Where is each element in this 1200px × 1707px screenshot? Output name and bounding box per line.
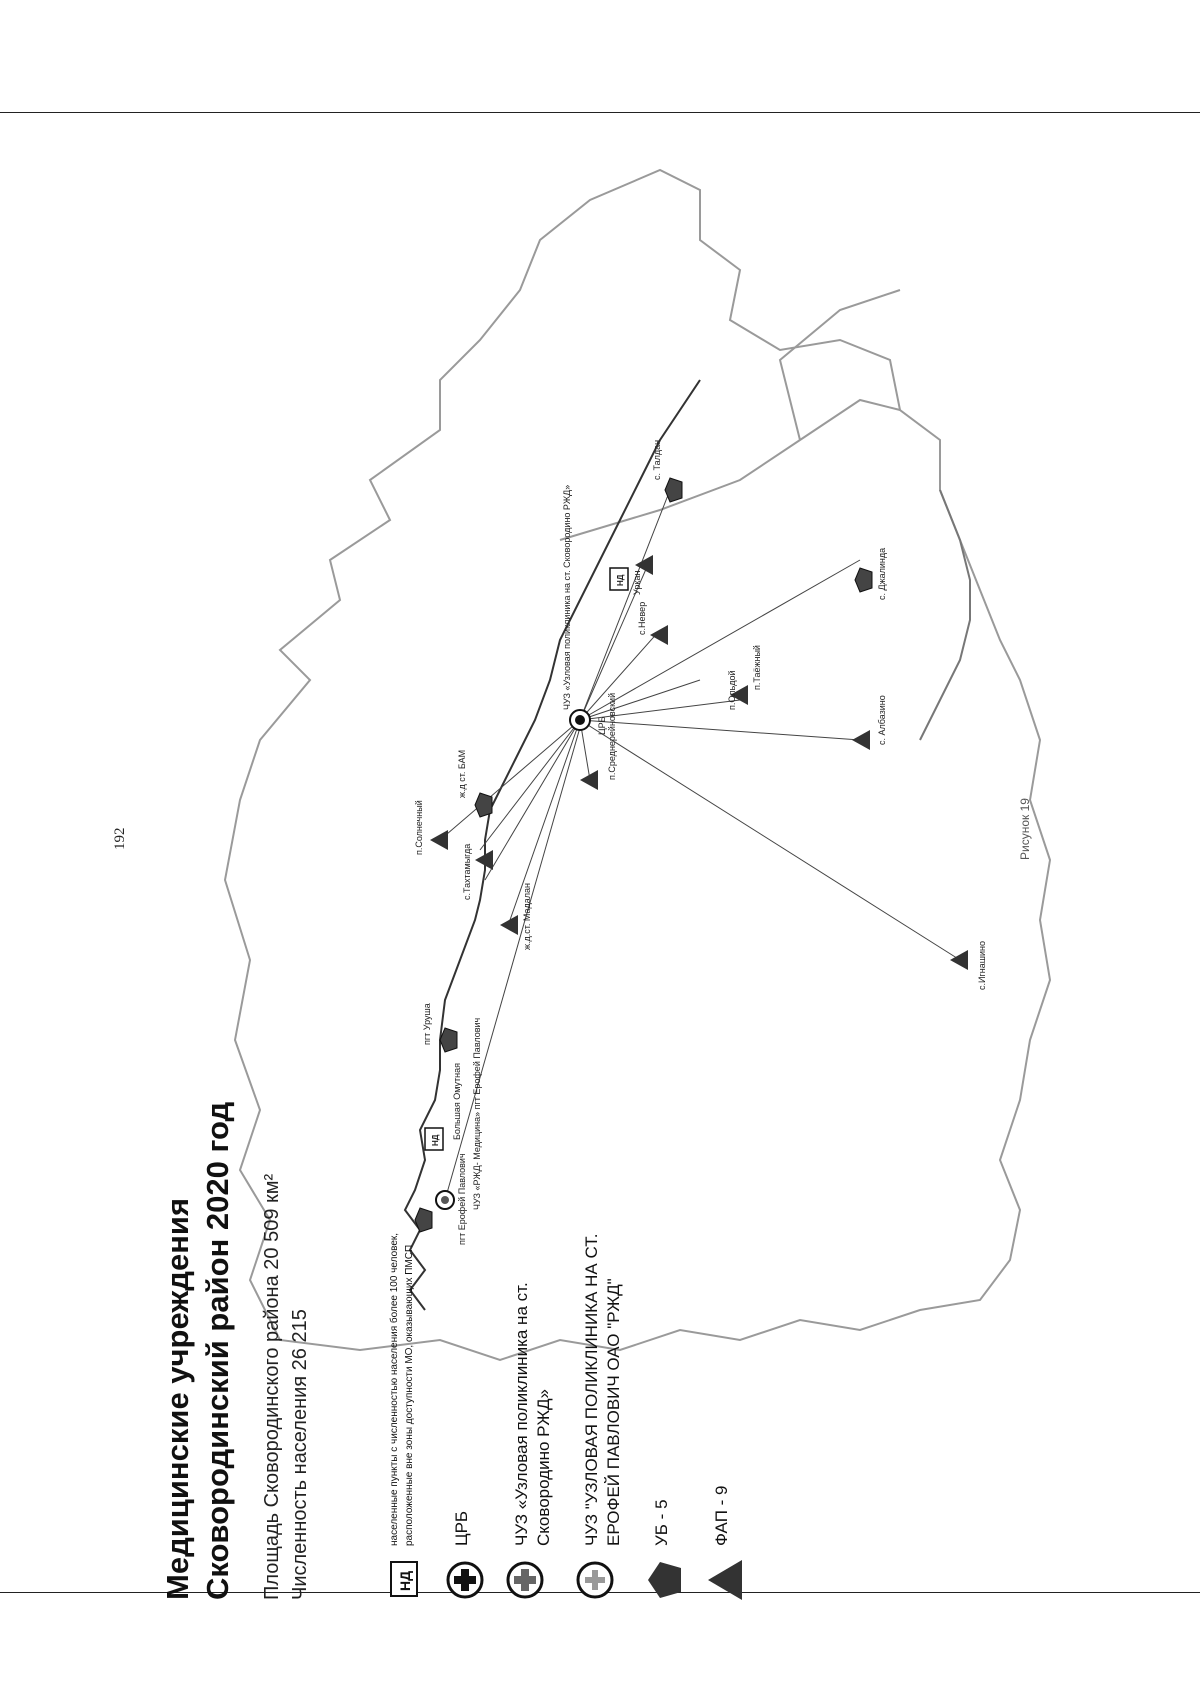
chuz-cross-icon	[506, 1561, 544, 1599]
label-albazino: с. Албазино	[877, 695, 887, 745]
legend-item-nd: НД населенные пункты с численностью насе…	[385, 1180, 425, 1600]
area-line: Площадь Сковородинского района 20 509 км…	[261, 1173, 283, 1600]
legend-fap-label: ФАП - 9	[712, 1485, 731, 1546]
ub-pentagon-icon	[648, 1562, 681, 1598]
legend-crb-label: ЦРБ	[452, 1510, 471, 1546]
legend-item-ub: УБ - 5	[645, 1180, 685, 1600]
nd-map-text-2: НД	[616, 574, 625, 586]
crb-marker	[569, 709, 591, 731]
label-never: с.Невер	[637, 602, 647, 635]
label-chuz-skov-map: ЧУЗ «Узловая поликлиника на ст. Сковород…	[562, 485, 572, 710]
label-srednereyskiy: п.Среднерейновский	[607, 693, 617, 780]
legend-item-crb: ЦРБ	[445, 1180, 485, 1600]
fap-triangle-icon	[708, 1560, 742, 1600]
top-rule	[0, 112, 1200, 113]
label-oldoy: п.Ольдой	[727, 671, 737, 711]
chuz-erofey-marker	[435, 1190, 455, 1210]
label-solnechny: п.Солнечный	[414, 800, 424, 855]
rotated-slide: НД НД п.Солнечный ж.д ст. БАМ с.Тахтамыг…	[140, 140, 1140, 1640]
label-ignashino: с.Игнашино	[977, 941, 987, 990]
district-border	[223, 168, 1052, 1362]
lower-boundary	[778, 289, 901, 441]
label-tygdinskaya: с.Тахтамыгда	[462, 844, 472, 900]
label-bolshaya-omutnaya: Большая Омутная	[452, 1063, 462, 1140]
nd-markers: НД НД	[424, 567, 629, 1151]
page-number: 192	[112, 827, 128, 851]
label-chuz-erofey-map: ЧУЗ «РЖД- Медицина» пгт Ерофей Павлович	[472, 1017, 482, 1210]
label-erofey: пгт Ерофей Павлович	[457, 1153, 467, 1245]
crb-cross-icon	[446, 1561, 484, 1599]
title-line-2: Сковородинский район 2020 год	[200, 1101, 235, 1600]
population-line: Численность населения 26 215	[289, 1309, 311, 1600]
label-urkan: Уркан	[632, 571, 642, 595]
legend-nd-label: населенные пункты с численностью населен…	[389, 1232, 415, 1546]
railway-line	[403, 379, 701, 1311]
slide-title: Медицинские учреждения Сковородинский ра…	[158, 1102, 238, 1600]
title-line-1: Медицинские учреждения	[160, 1197, 195, 1600]
district-map: НД НД п.Солнечный ж.д ст. БАМ с.Тахтамыг…	[223, 168, 1052, 1362]
service-links	[439, 489, 961, 1201]
nd-legend-text: НД	[397, 1571, 413, 1591]
legend-item-chuz-erofey: ЧУЗ "УЗЛОВАЯ ПОЛИКЛИНИКА НА СТ. ЕРОФЕЙ П…	[575, 1180, 625, 1600]
slide-subtitle: Площадь Сковородинского района 20 509 км…	[258, 1174, 314, 1600]
legend-chuz-erofey-label: ЧУЗ "УЗЛОВАЯ ПОЛИКЛИНИКА НА СТ. ЕРОФЕЙ П…	[582, 1233, 623, 1546]
inner-boundary	[559, 398, 901, 541]
label-bam: ж.д ст. БАМ	[457, 750, 467, 798]
label-talali: с. Талдан	[652, 440, 662, 480]
map-legend: НД населенные пункты с численностью насе…	[385, 1180, 765, 1600]
label-crb-map: ЦРБ	[597, 716, 607, 735]
fap-markers	[430, 555, 968, 970]
amur-river	[919, 489, 971, 741]
label-madalan: ж.д.ст. Мадалан	[522, 883, 532, 950]
legend-item-chuz-skovorodino: ЧУЗ «Узловая поликлиника на ст. Сковород…	[505, 1180, 555, 1600]
legend-chuz-skovorodino-label: ЧУЗ «Узловая поликлиника на ст. Сковород…	[512, 1282, 553, 1546]
nd-map-text-1: НД	[431, 1134, 440, 1146]
ub-markers	[414, 477, 873, 1233]
nd-box-icon: НД	[390, 1561, 418, 1597]
chuz-erofey-cross-icon	[576, 1561, 614, 1599]
legend-ub-label: УБ - 5	[652, 1499, 671, 1546]
label-taldan: п.Таёжный	[752, 645, 762, 690]
legend-item-fap: ФАП - 9	[705, 1180, 745, 1600]
label-uruchi: пгт Уруша	[422, 1003, 432, 1045]
label-dzhalinda: с. Джалинда	[877, 548, 887, 600]
